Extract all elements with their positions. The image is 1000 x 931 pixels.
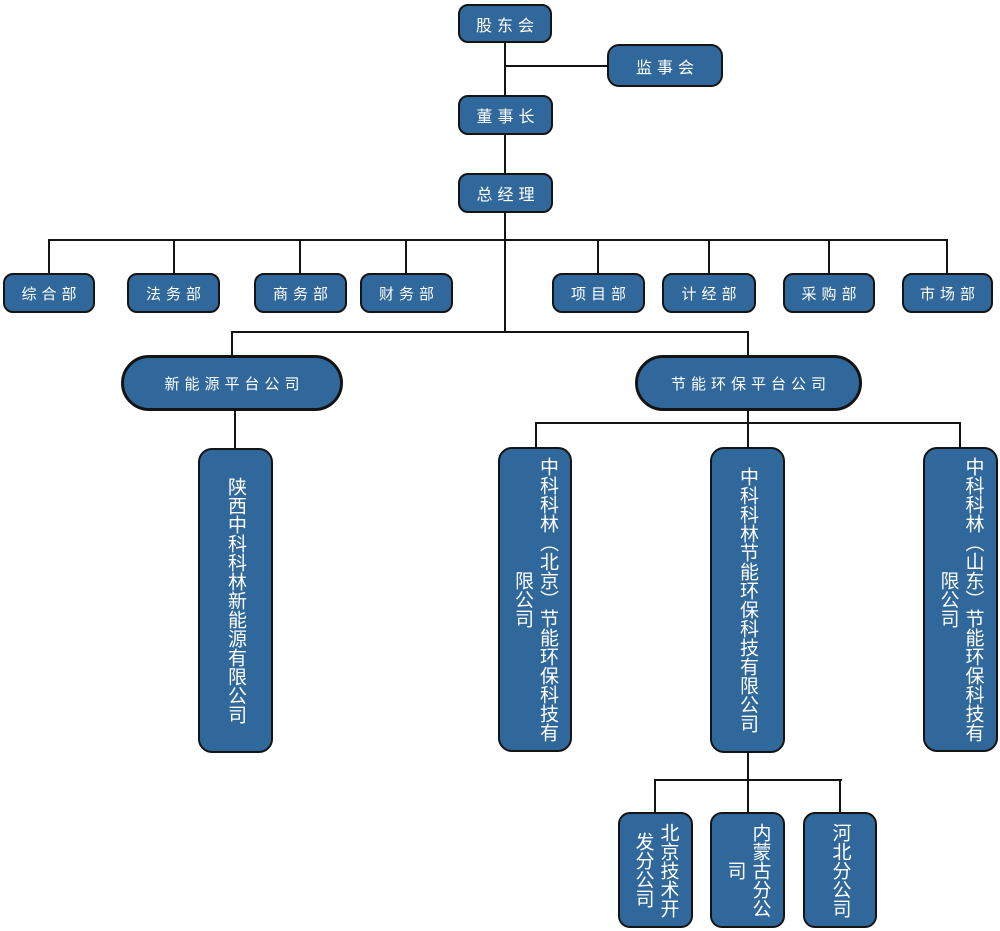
connector-shareholders-chairman (504, 43, 506, 96)
branch-label: 内蒙古分公司 (724, 822, 772, 918)
connector-drop-platform (231, 331, 233, 355)
node-subsidiary-beijing-env-tech: 中科科林（北京）节能环保科技有限公司 (498, 447, 572, 752)
node-dept-planning-economics: 计经部 (662, 273, 756, 313)
connector-newenergy-subsidiary (234, 410, 236, 448)
connector-drop-branch (839, 779, 841, 812)
node-dept-legal: 法务部 (127, 273, 220, 313)
connector-drop-dept (173, 239, 175, 273)
subsidiary-label: 中科科林（山东）节能环保科技有限公司 (937, 457, 985, 742)
node-dept-project: 项目部 (552, 273, 645, 313)
node-dept-finance: 财务部 (360, 273, 453, 313)
node-chairman: 董事长 (458, 95, 553, 135)
connector-drop-dept (597, 239, 599, 273)
connector-drop-branch (654, 779, 656, 812)
connector-drop-dept (405, 239, 407, 273)
connector-drop-subsidiary (959, 422, 961, 447)
connector-drop-dept (48, 239, 50, 273)
subsidiary-label: 中科科林节能环保科技有限公司 (737, 467, 759, 733)
subsidiary-label: 中科科林（北京）节能环保科技有限公司 (512, 457, 559, 742)
node-supervisory-board: 监事会 (607, 44, 723, 87)
node-general-manager: 总经理 (458, 173, 553, 213)
node-dept-general-affairs: 综合部 (3, 273, 95, 313)
node-subsidiary-shaanxi-new-energy: 陕西中科科林新能源有限公司 (198, 448, 273, 753)
connector-gm-departments (504, 213, 506, 240)
node-dept-commerce: 商务部 (254, 273, 347, 313)
connector-drop-branch (747, 779, 749, 812)
connector-drop-dept (946, 239, 948, 273)
connector-drop-subsidiary (535, 422, 537, 447)
connector-supervisory-board (505, 65, 608, 67)
connector-subsidiary-branches (747, 752, 749, 780)
node-dept-procurement: 采购部 (783, 273, 875, 313)
node-branch-inner-mongolia: 内蒙古分公司 (710, 812, 785, 928)
connector-departments-bus (48, 239, 948, 241)
node-subsidiary-shandong-env-tech: 中科科林（山东）节能环保科技有限公司 (923, 447, 998, 752)
node-new-energy-platform: 新能源平台公司 (121, 355, 343, 411)
connector-platforms-bus (231, 331, 749, 333)
node-dept-market: 市场部 (902, 273, 993, 313)
connector-chairman-gm (504, 135, 506, 174)
connector-drop-dept (299, 239, 301, 273)
branch-label: 河北分公司 (829, 822, 852, 918)
node-branch-hebei: 河北分公司 (803, 812, 877, 928)
connector-drop-subsidiary (747, 422, 749, 447)
connector-drop-dept (708, 239, 710, 273)
connector-envplatform-subsidiaries (747, 410, 749, 423)
connector-drop-platform (747, 331, 749, 355)
node-branch-beijing-tech-dev: 北京技术开发分公司 (618, 812, 693, 928)
subsidiary-label: 陕西中科科林新能源有限公司 (225, 477, 247, 724)
node-shareholders-meeting: 股东会 (458, 4, 552, 43)
connector-gm-platforms (504, 239, 506, 332)
connector-drop-dept (828, 239, 830, 273)
branch-label: 北京技术开发分公司 (632, 822, 680, 918)
node-energy-env-platform: 节能环保平台公司 (635, 355, 862, 411)
node-subsidiary-env-tech: 中科科林节能环保科技有限公司 (710, 447, 785, 753)
